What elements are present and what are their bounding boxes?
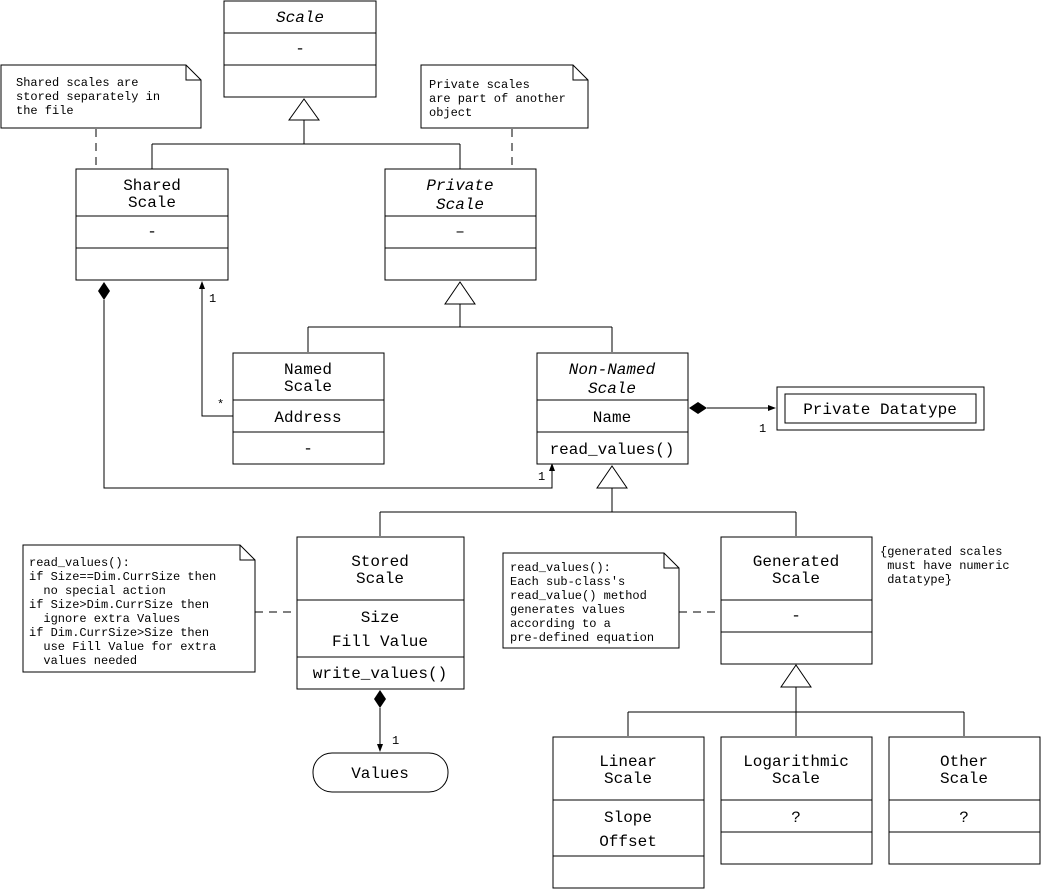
class-named-scale-name-line2: Scale xyxy=(284,378,332,396)
mult-named-many: * xyxy=(217,398,224,412)
class-linear-scale-name-line1: Linear xyxy=(599,753,657,771)
class-non-named-scale: Non-Named Scale Name read_values() xyxy=(536,352,689,465)
note-generated-read-values: read_values(): Each sub-class's read_val… xyxy=(502,552,680,649)
class-generated-scale-attr: - xyxy=(791,607,801,625)
class-other-scale-name-line1: Other xyxy=(940,753,988,771)
class-shared-scale-name-line1: Shared xyxy=(123,177,181,195)
note-private-line-3: object xyxy=(429,106,472,120)
note-stored-line-2: if Size==Dim.CurrSize then xyxy=(29,570,216,584)
class-named-scale-attr: Address xyxy=(274,409,341,427)
note-private-scales-text: Private scales are part of another objec… xyxy=(429,78,573,120)
class-named-scale-op: - xyxy=(303,440,313,458)
mult-values-one: 1 xyxy=(392,734,399,748)
generalization-scale xyxy=(151,98,461,169)
class-scale-name: Scale xyxy=(276,9,324,27)
note-shared-line-2: stored separately in xyxy=(16,90,160,104)
class-private-scale-name-line1: Private xyxy=(426,177,493,195)
note-connectors xyxy=(95,129,721,613)
class-logarithmic-scale: Logarithmic Scale ? xyxy=(720,736,873,865)
mult-non-named-one: 1 xyxy=(538,470,545,484)
class-values-name: Values xyxy=(351,765,409,783)
constraint-line-1: {generated scales xyxy=(880,545,1002,559)
class-other-scale-name-line2: Scale xyxy=(940,770,988,788)
note-shared-line-1: Shared scales are xyxy=(16,76,138,90)
class-other-scale-attr: ? xyxy=(959,809,969,827)
class-logarithmic-scale-attr: ? xyxy=(791,809,801,827)
note-stored-line-4: if Size>Dim.CurrSize then xyxy=(29,598,209,612)
composition-shared-to-non-named: 1 xyxy=(98,282,555,489)
note-stored-text: read_values(): if Size==Dim.CurrSize the… xyxy=(29,556,223,668)
class-non-named-scale-name-line2: Scale xyxy=(588,380,636,398)
class-stored-scale-name-line1: Stored xyxy=(351,553,409,571)
note-stored-read-values: read_values(): if Size==Dim.CurrSize the… xyxy=(22,544,256,673)
note-generated-line-2: Each sub-class's xyxy=(510,575,625,589)
note-stored-line-6: if Dim.CurrSize>Size then xyxy=(29,626,209,640)
composition-stored-to-values: 1 xyxy=(374,690,399,752)
composition-non-named-to-datatype: 1 xyxy=(689,402,776,436)
note-generated-text: read_values(): Each sub-class's read_val… xyxy=(510,561,654,645)
note-shared-scales: Shared scales are stored separately in t… xyxy=(0,64,202,129)
note-generated-line-1: read_values(): xyxy=(510,561,611,575)
mult-datatype-one: 1 xyxy=(759,422,766,436)
class-shared-scale-name-line2: Scale xyxy=(128,194,176,212)
class-non-named-scale-op: read_values() xyxy=(550,441,675,459)
class-named-scale-name-line1: Named xyxy=(284,361,332,379)
class-private-datatype: Private Datatype xyxy=(776,386,985,431)
class-scale-attr: - xyxy=(295,40,305,58)
note-generated-line-4: generates values xyxy=(510,603,625,617)
class-private-scale-name-line2: Scale xyxy=(436,196,484,214)
class-linear-scale-name-line2: Scale xyxy=(604,770,652,788)
note-stored-line-7: use Fill Value for extra xyxy=(29,640,216,654)
class-generated-scale-name-line1: Generated xyxy=(753,553,839,571)
class-generated-scale: Generated Scale - xyxy=(720,536,873,665)
class-other-scale: Other Scale ? xyxy=(888,736,1041,865)
note-private-line-1: Private scales xyxy=(429,78,530,92)
note-stored-line-8: values needed xyxy=(29,654,137,668)
class-logarithmic-scale-name-line1: Logarithmic xyxy=(743,753,849,771)
class-scale: Scale - xyxy=(223,0,377,98)
class-stored-scale: Stored Scale Size Fill Value write_value… xyxy=(296,536,465,690)
class-named-scale: Named Scale Address - xyxy=(232,352,385,465)
class-linear-scale: Linear Scale Slope Offset xyxy=(552,736,705,889)
constraint-line-2: must have numeric xyxy=(880,559,1010,573)
class-shared-scale-attr: - xyxy=(147,223,157,241)
class-stored-scale-name-line2: Scale xyxy=(356,570,404,588)
generalization-private-scale xyxy=(307,281,613,352)
constraint-generated-scales: {generated scales must have numeric data… xyxy=(880,545,1010,587)
note-shared-scales-text: Shared scales are stored separately in t… xyxy=(16,76,167,118)
class-linear-scale-attr-offset: Offset xyxy=(599,833,657,851)
class-non-named-scale-name-line1: Non-Named xyxy=(569,361,656,379)
class-logarithmic-scale-name-line2: Scale xyxy=(772,770,820,788)
class-stored-scale-op: write_values() xyxy=(313,665,447,683)
note-generated-line-3: read_value() method xyxy=(510,589,647,603)
class-shared-scale: Shared Scale - xyxy=(75,168,229,281)
note-stored-line-5: ignore extra Values xyxy=(29,612,180,626)
generalization-non-named-scale xyxy=(379,465,797,536)
note-stored-line-1: read_values(): xyxy=(29,556,130,570)
class-non-named-scale-attr: Name xyxy=(593,409,631,427)
note-private-line-2: are part of another xyxy=(429,92,566,106)
mult-shared-one: 1 xyxy=(209,292,216,306)
generalization-generated-scale xyxy=(627,664,965,736)
class-generated-scale-name-line2: Scale xyxy=(772,570,820,588)
class-stored-scale-attr-size: Size xyxy=(361,609,399,627)
note-stored-line-3: no special action xyxy=(29,584,166,598)
constraint-text: {generated scales must have numeric data… xyxy=(880,545,1010,587)
note-generated-line-6: pre-defined equation xyxy=(510,631,654,645)
class-private-datatype-name: Private Datatype xyxy=(803,401,957,419)
class-private-scale-attr: – xyxy=(455,223,465,241)
note-private-scales: Private scales are part of another objec… xyxy=(420,64,589,129)
note-generated-line-5: according to a xyxy=(510,617,611,631)
association-named-to-shared: 1 * xyxy=(199,281,233,417)
class-private-scale: Private Scale – xyxy=(384,168,537,281)
class-values: Values xyxy=(312,752,449,793)
note-shared-line-3: the file xyxy=(16,104,74,118)
class-stored-scale-attr-fill-value: Fill Value xyxy=(332,633,428,651)
class-linear-scale-attr-slope: Slope xyxy=(604,809,652,827)
constraint-line-3: datatype} xyxy=(880,573,952,587)
